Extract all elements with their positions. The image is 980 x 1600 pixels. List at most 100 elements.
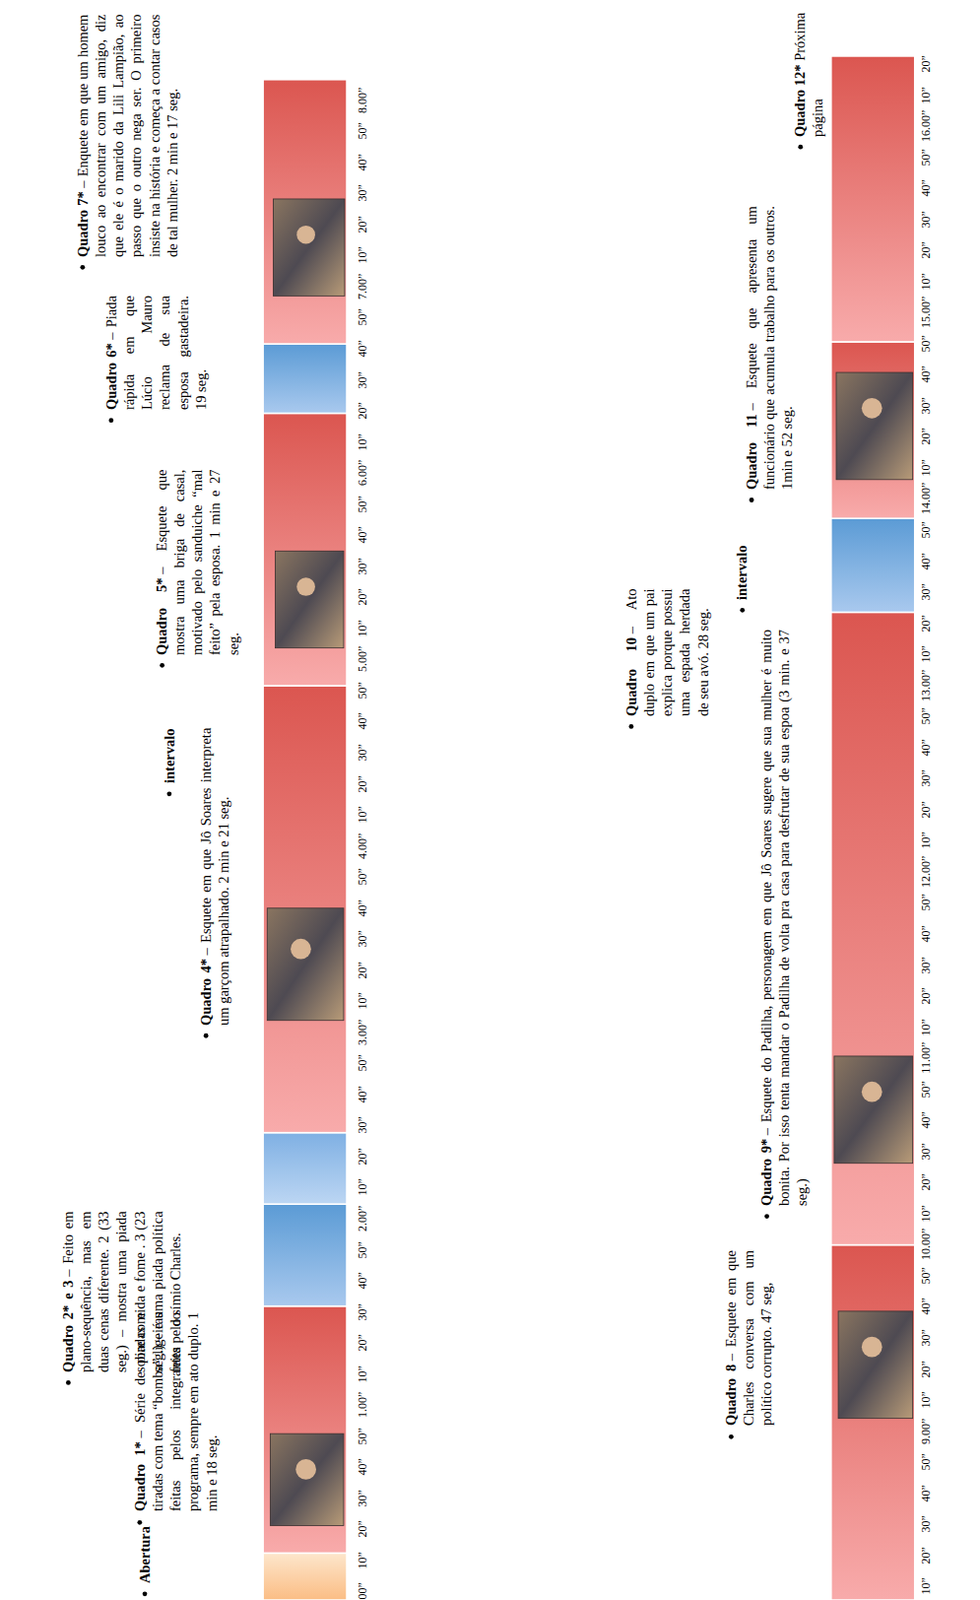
time-label: 30” bbox=[355, 1115, 370, 1133]
time-tick: 10” bbox=[356, 232, 370, 279]
time-tick: 1.00” bbox=[356, 1381, 370, 1429]
time-label: 13.00” bbox=[918, 668, 933, 701]
time-label: 50” bbox=[355, 308, 370, 326]
description: Quadro 2* e 3– Feito em plano-sequência,… bbox=[59, 1210, 185, 1372]
time-label: 14.00” bbox=[918, 482, 933, 515]
scene-heading: Quadro 2* e 3 bbox=[60, 1279, 76, 1372]
bullet bbox=[203, 1033, 209, 1039]
time-tick: 40” bbox=[919, 351, 933, 398]
time-label: 15.00” bbox=[918, 296, 933, 328]
scene-text: – Esquete do Padilha, personagem em que … bbox=[758, 629, 810, 1206]
scene-heading: Quadro 1* bbox=[131, 1441, 148, 1512]
time-label: 50” bbox=[918, 1452, 933, 1470]
time-label: 50” bbox=[355, 1241, 370, 1258]
time-label: 10” bbox=[918, 831, 933, 849]
time-tick: 40” bbox=[919, 165, 933, 212]
time-tick: 20” bbox=[356, 200, 370, 248]
time-label: 50” bbox=[355, 1427, 370, 1444]
time-label: 40” bbox=[355, 153, 370, 171]
time-tick: 40” bbox=[356, 884, 370, 931]
time-tick: 20” bbox=[356, 1319, 370, 1367]
scene-heading: Quadro 4* bbox=[197, 958, 214, 1026]
scene-heading: Quadro 7* bbox=[74, 191, 91, 258]
time-label: 40” bbox=[918, 738, 933, 756]
time-tick: 10” bbox=[356, 1536, 370, 1583]
time-tick: 20” bbox=[919, 1159, 933, 1206]
time-label: 20” bbox=[355, 961, 370, 979]
time-tick: 40” bbox=[356, 1070, 370, 1117]
time-label: 40” bbox=[918, 1110, 933, 1128]
scene-heading: Quadro 10 bbox=[623, 637, 640, 717]
time-label: 20” bbox=[355, 775, 370, 792]
bullet bbox=[764, 1213, 770, 1219]
bullet bbox=[749, 497, 755, 503]
time-label: 20” bbox=[918, 986, 933, 1004]
time-label: 50” bbox=[918, 334, 933, 352]
time-label: 8.00” bbox=[355, 86, 370, 113]
time-label: 30” bbox=[355, 929, 370, 947]
description: Quadro 10– Ato duplo em que um pai expli… bbox=[622, 588, 713, 716]
time-tick: 5.00” bbox=[356, 636, 370, 683]
time-tick: 50” bbox=[356, 480, 370, 527]
time-label: 1.00” bbox=[355, 1391, 370, 1418]
time-tick: 40” bbox=[356, 512, 370, 559]
time-label: 20” bbox=[918, 55, 933, 72]
time-tick: 20” bbox=[919, 973, 933, 1020]
bullet bbox=[629, 723, 635, 729]
time-label: 10” bbox=[355, 991, 370, 1009]
time-tick: 10” bbox=[919, 444, 933, 491]
time-label: 10” bbox=[355, 805, 370, 823]
time-label: 40” bbox=[355, 1457, 370, 1475]
time-label: 10” bbox=[918, 272, 933, 290]
time-label: 10” bbox=[355, 246, 370, 263]
time-tick: 4.00” bbox=[356, 822, 370, 869]
time-tick: 14.00” bbox=[919, 475, 933, 523]
time-tick: 50” bbox=[919, 1438, 933, 1486]
time-tick: 8.00” bbox=[356, 76, 370, 124]
time-label: 50” bbox=[918, 521, 933, 538]
time-tick: 10” bbox=[919, 631, 933, 678]
time-label: 50” bbox=[355, 867, 370, 885]
time-label: 20” bbox=[355, 401, 370, 419]
time-label: 20” bbox=[355, 1147, 370, 1165]
time-label: 20” bbox=[918, 427, 933, 445]
time-label: 50” bbox=[918, 1266, 933, 1284]
time-tick: 40” bbox=[919, 910, 933, 957]
time-label: 40” bbox=[355, 525, 370, 543]
time-label: 40” bbox=[355, 712, 370, 729]
time-label: 40” bbox=[918, 1484, 933, 1502]
time-tick: 30” bbox=[919, 196, 933, 243]
time-label: 30” bbox=[355, 184, 370, 201]
time-label: 40” bbox=[355, 899, 370, 916]
time-label: 30” bbox=[918, 1328, 933, 1346]
time-tick: 50” bbox=[356, 1226, 370, 1273]
time-tick: 13.00” bbox=[919, 661, 933, 709]
time-tick: 30” bbox=[919, 1501, 933, 1548]
time-label: 3.00” bbox=[355, 1018, 370, 1045]
time-tick: 50” bbox=[356, 853, 370, 901]
time-tick: 16.00” bbox=[919, 102, 933, 149]
time-tick: 10” bbox=[919, 1563, 933, 1600]
description: Abertura bbox=[135, 1508, 154, 1583]
time-label: 10.00” bbox=[918, 1228, 933, 1260]
bullet bbox=[797, 144, 803, 150]
time-label: 30” bbox=[918, 583, 933, 600]
bullet bbox=[65, 1379, 71, 1385]
time-tick: 40” bbox=[356, 1257, 370, 1305]
bullet bbox=[159, 662, 165, 668]
time-tick: 7.00” bbox=[356, 262, 370, 310]
bullet bbox=[136, 1519, 142, 1525]
time-tick: 30” bbox=[356, 170, 370, 217]
scene-text: intervalo bbox=[733, 544, 750, 600]
time-label: 10” bbox=[355, 433, 370, 451]
time-tick: 20” bbox=[356, 1505, 370, 1553]
time-tick: 30” bbox=[919, 382, 933, 429]
time-tick: 20” bbox=[919, 599, 933, 647]
time-label: 12.00” bbox=[918, 854, 933, 887]
time-tick: 20” bbox=[919, 227, 933, 274]
time-tick: 40” bbox=[919, 1097, 933, 1144]
time-label: 40” bbox=[918, 1298, 933, 1315]
time-tick: 15.00” bbox=[919, 289, 933, 336]
scene-heading: Quadro 6* bbox=[103, 343, 120, 411]
time-tick: 6.00” bbox=[356, 450, 370, 497]
